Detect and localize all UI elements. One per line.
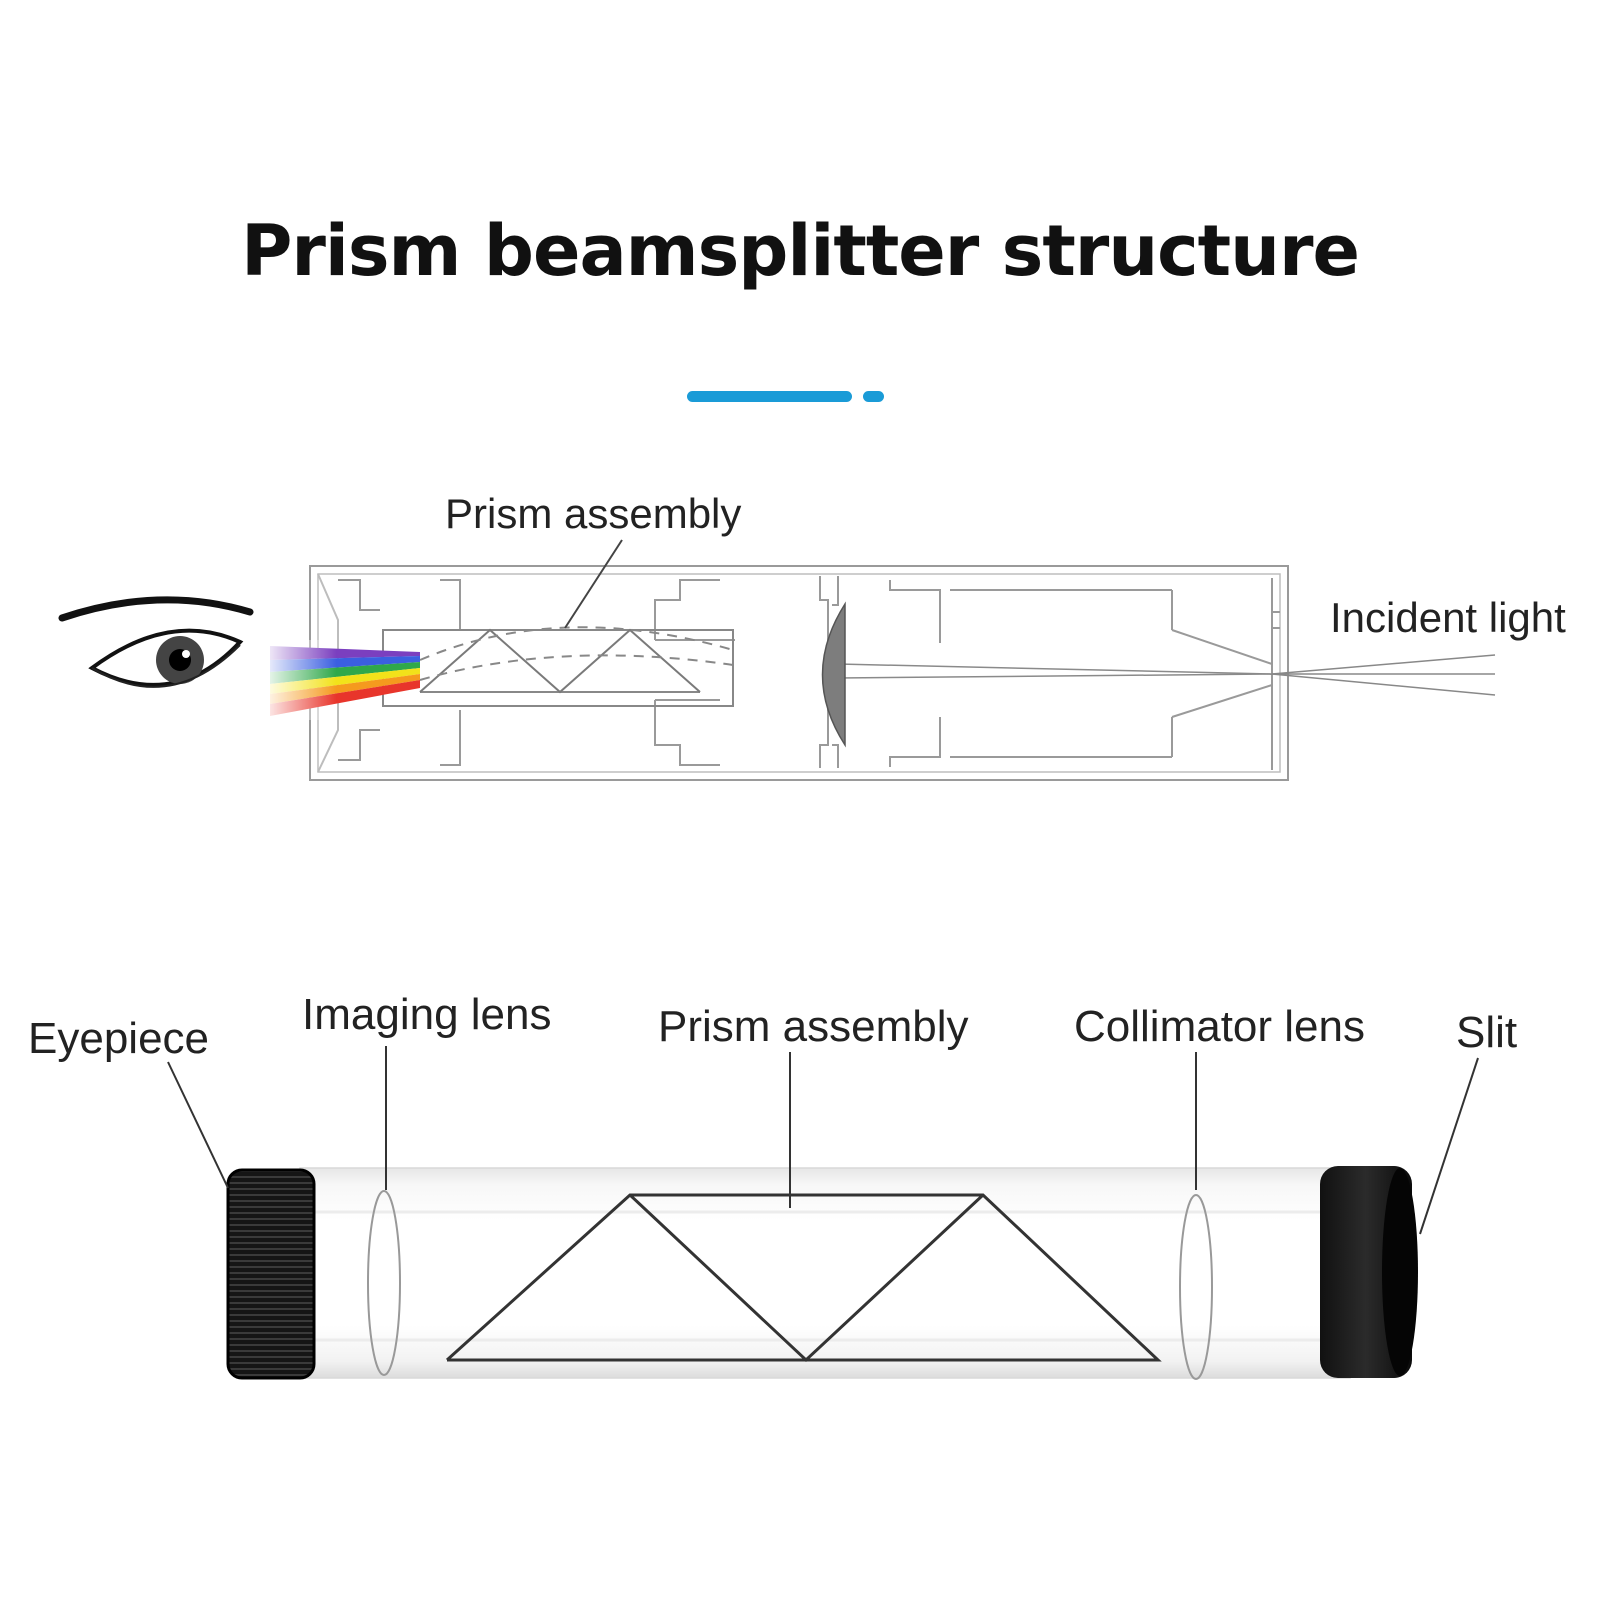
- label-prism-assembly-bottom: Prism assembly: [658, 1002, 969, 1051]
- label-eyepiece: Eyepiece: [28, 1014, 210, 1063]
- label-incident-light: Incident light: [1330, 594, 1566, 641]
- label-slit: Slit: [1456, 1008, 1518, 1057]
- label-prism-assembly-top: Prism assembly: [445, 490, 742, 537]
- page-title: Prism beamsplitter structure: [241, 210, 1360, 292]
- spectroscope-cross-section: [309, 565, 1496, 781]
- spectrum-beam: [260, 640, 430, 720]
- eyepiece-cap: [226, 1168, 316, 1380]
- eye-icon: [58, 596, 254, 688]
- spectroscope-tube: [299, 1167, 1351, 1380]
- label-collimator-lens: Collimator lens: [1074, 1002, 1365, 1051]
- accent-divider: [687, 391, 884, 402]
- prism-assembly-leader: [564, 539, 623, 629]
- slit-cap: [1320, 1166, 1418, 1378]
- collimator-lens-shape: [821, 601, 846, 748]
- label-leaders: [167, 1046, 1479, 1235]
- label-imaging-lens: Imaging lens: [302, 990, 552, 1039]
